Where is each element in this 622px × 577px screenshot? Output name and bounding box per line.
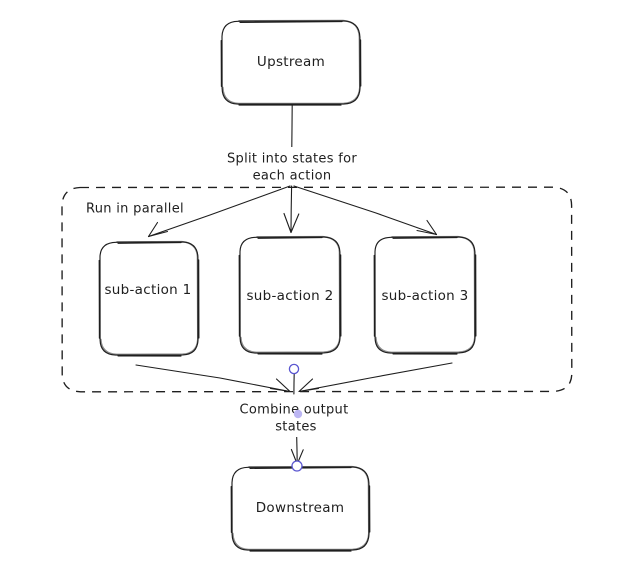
node-downstream-fill <box>232 466 370 550</box>
node-sub-action-3-border <box>374 236 476 354</box>
node-downstream[interactable]: Downstream <box>230 465 371 552</box>
edge-label-combine-line1: Combine output <box>239 403 348 418</box>
group-dashed-border <box>61 186 573 393</box>
selection-handle-combine-midpoint-dot[interactable] <box>293 409 303 419</box>
connector-sub-action-1-to-combine-line <box>135 364 291 393</box>
connector-split-to-sub-action-2-arrowhead <box>283 212 300 234</box>
connector-split-to-sub-action-1-line <box>147 185 291 238</box>
connector-split-to-sub-action-3-arrowhead <box>416 219 438 236</box>
connector-combine-to-downstream-line <box>296 432 298 465</box>
group-label-run-in-parallel: Run in parallel <box>86 202 184 217</box>
node-sub-action-2-border <box>239 236 341 354</box>
group-run-in-parallel[interactable]: Run in parallel <box>61 186 573 393</box>
node-sub-action-1[interactable]: sub-action 1 <box>98 240 200 357</box>
connector-sub-action-3-to-combine[interactable] <box>298 362 453 393</box>
node-sub-action-1-label: sub-action 1 <box>104 282 191 298</box>
node-sub-action-3-fill <box>375 236 476 353</box>
connector-split-to-sub-action-2-line <box>290 185 293 234</box>
node-sub-action-1-border <box>99 241 199 356</box>
node-sub-action-3-label: sub-action 3 <box>381 288 468 304</box>
node-sub-action-2-border-sketch2 <box>238 237 342 355</box>
edge-label-combine-line2: states <box>275 420 317 435</box>
node-upstream-fill <box>222 20 361 105</box>
connector-sub-action-1-to-combine-arrowhead <box>269 378 291 393</box>
connector-sub-action-3-to-combine-arrowhead <box>298 378 320 393</box>
edge-label-split-backdrop <box>209 147 375 185</box>
node-sub-action-3[interactable]: sub-action 3 <box>373 235 477 355</box>
connector-split-to-sub-action-2[interactable] <box>283 185 300 234</box>
connector-combine-to-downstream[interactable] <box>290 432 304 465</box>
edge-label-split-line2: each action <box>253 169 332 184</box>
connector-sub-action-1-to-combine[interactable] <box>135 364 291 393</box>
node-sub-action-2-label: sub-action 2 <box>246 288 333 304</box>
node-upstream[interactable]: Upstream <box>220 19 362 106</box>
edge-label-split[interactable]: Split into states for each action <box>209 147 375 185</box>
connector-split-to-sub-action-1-arrowhead <box>147 221 169 238</box>
connector-split-to-sub-action-3[interactable] <box>293 185 438 236</box>
node-upstream-border-sketch2 <box>220 21 362 106</box>
connector-split-to-sub-action-1[interactable] <box>147 185 291 238</box>
connector-sub-action-3-to-combine-line <box>298 362 453 393</box>
connector-split-to-sub-action-3-line <box>293 185 438 236</box>
node-sub-action-1-fill <box>100 241 199 355</box>
selection-handle-combine-endpoint-ring[interactable] <box>288 363 300 375</box>
node-downstream-border <box>231 466 370 551</box>
node-sub-action-2[interactable]: sub-action 2 <box>238 235 342 355</box>
node-sub-action-1-border-sketch2 <box>98 242 200 357</box>
node-downstream-label: Downstream <box>256 500 345 516</box>
node-upstream-border <box>221 20 361 105</box>
node-sub-action-2-fill <box>240 236 341 353</box>
node-upstream-label: Upstream <box>257 54 325 70</box>
edge-label-split-line1: Split into states for <box>227 152 357 167</box>
selection-handle-downstream-endpoint-ring[interactable] <box>291 460 303 472</box>
node-sub-action-3-border-sketch2 <box>373 237 477 355</box>
